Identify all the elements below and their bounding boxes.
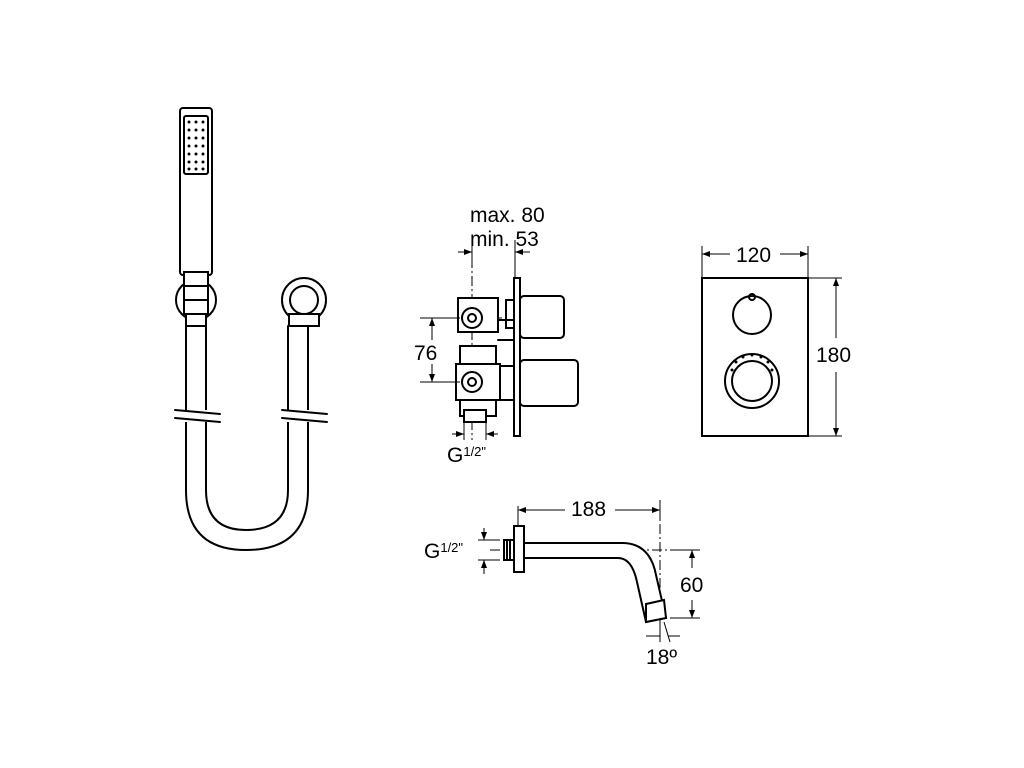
depth-max-label: max. 80 — [470, 204, 545, 227]
spout-angle-label: 18º — [646, 646, 677, 669]
valve-thread-label: G1/2" — [447, 444, 486, 467]
spout-dimensions: 188 G1/2" 60 18º — [424, 498, 703, 669]
plate-height-label: 180 — [816, 344, 851, 367]
hose — [174, 325, 328, 551]
front-plate — [701, 277, 809, 437]
spout-drop-label: 60 — [680, 574, 703, 597]
plate-width-label: 120 — [736, 244, 771, 267]
spout-thread-label: G1/2" — [424, 540, 463, 563]
wall-outlet — [281, 277, 327, 327]
valve-dimensions: max. 80 min. 53 76 G1/2" — [414, 204, 545, 467]
spout — [490, 506, 700, 640]
temperature-scale — [730, 353, 774, 372]
valve-side-view — [420, 240, 580, 440]
hand-shower — [175, 107, 217, 327]
spout-length-label: 188 — [571, 498, 606, 521]
spray-nozzles — [187, 120, 205, 171]
depth-min-label: min. 53 — [470, 228, 539, 251]
plate-dimensions: 120 180 — [701, 244, 851, 437]
valve-spacing-label: 76 — [414, 342, 437, 365]
